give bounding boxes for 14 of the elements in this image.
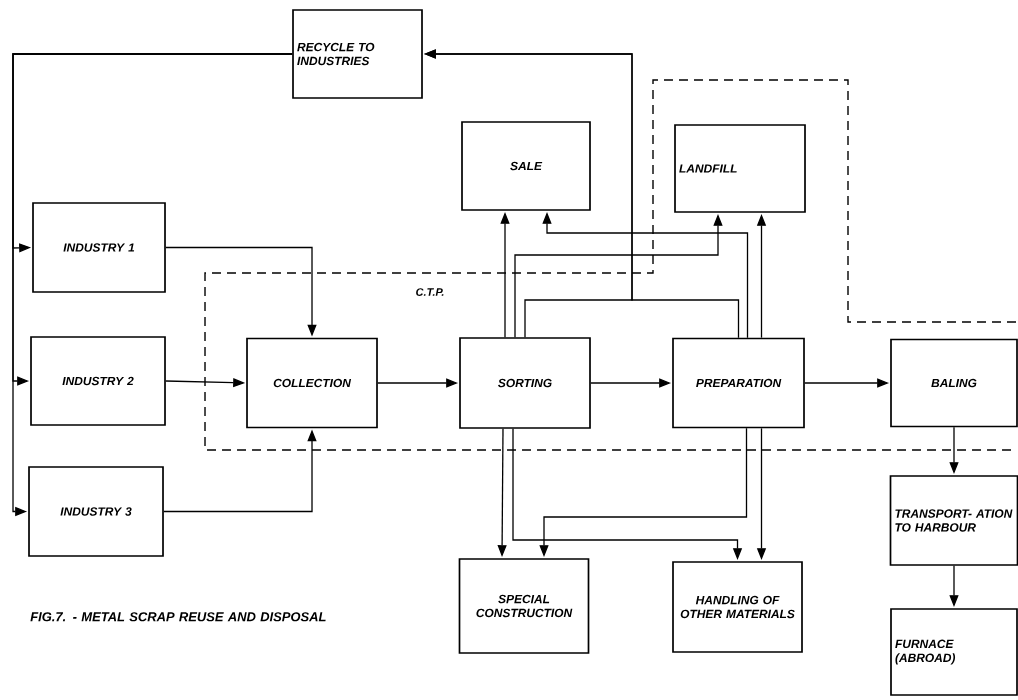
process-box: FURNACE (ABROAD) [890,608,1018,696]
process-box: PREPARATION [672,337,805,429]
process-box: BALING [890,338,1018,428]
process-box: INDUSTRY 1 [32,202,166,293]
process-box: TRANSPORT- ATION TO HARBOUR [889,475,1018,566]
process-box: LANDFILL [674,124,806,213]
figure-caption: FIG.7. - METAL SCRAP REUSE AND DISPOSAL [30,612,326,622]
process-box: HANDLING OF OTHER MATERIALS [672,561,803,653]
process-box: SPECIAL CONSTRUCTION [458,558,590,654]
process-box: INDUSTRY 2 [30,336,166,426]
process-box: RECYCLE TO INDUSTRIES [292,9,423,99]
process-box: COLLECTION [246,337,378,429]
process-box: INDUSTRY 3 [28,466,164,557]
process-box: SORTING [459,337,591,429]
